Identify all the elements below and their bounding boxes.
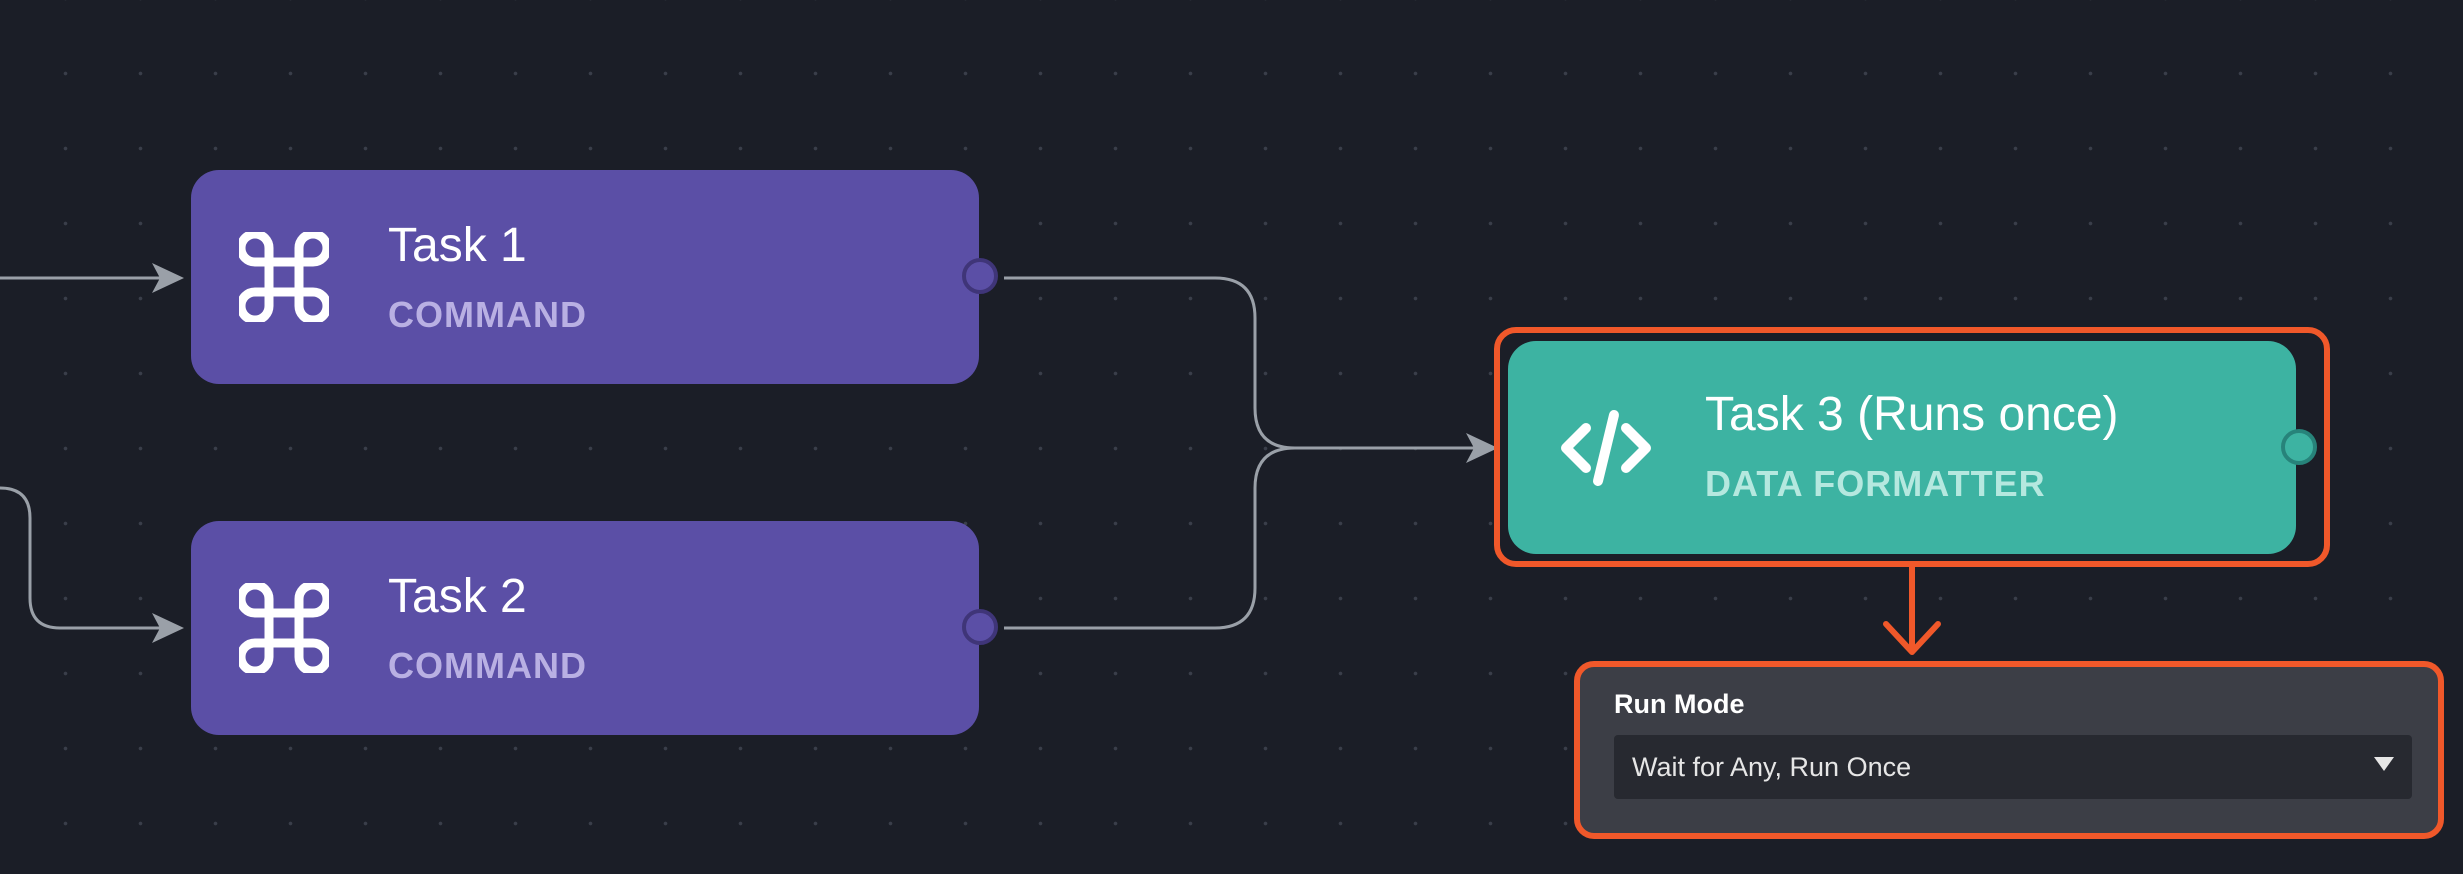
node-title: Task 1 <box>388 219 527 272</box>
node-type-label: COMMAND <box>388 294 587 335</box>
output-handle[interactable] <box>962 258 998 294</box>
output-handle[interactable] <box>962 609 998 645</box>
caret-down-icon <box>2374 757 2394 771</box>
node-type-label: DATA FORMATTER <box>1705 463 2046 504</box>
node-type-label: COMMAND <box>388 645 587 686</box>
run-mode-select[interactable]: Wait for Any, Run Once <box>1614 735 2412 799</box>
node-task3[interactable]: Task 3 (Runs once) DATA FORMATTER <box>1508 341 2317 554</box>
run-mode-selected-value: Wait for Any, Run Once <box>1632 752 1912 782</box>
code-icon <box>1561 410 1651 486</box>
node-task1[interactable]: Task 1 COMMAND <box>191 170 998 384</box>
node-title: Task 3 (Runs once) <box>1705 388 2119 441</box>
output-handle[interactable] <box>2281 429 2317 465</box>
node-task2[interactable]: Task 2 COMMAND <box>191 521 998 735</box>
command-icon <box>239 583 329 673</box>
run-mode-label: Run Mode <box>1614 689 1745 719</box>
run-mode-panel: Run Mode Wait for Any, Run Once <box>1574 661 2444 839</box>
command-icon <box>239 232 329 322</box>
node-title: Task 2 <box>388 570 527 623</box>
